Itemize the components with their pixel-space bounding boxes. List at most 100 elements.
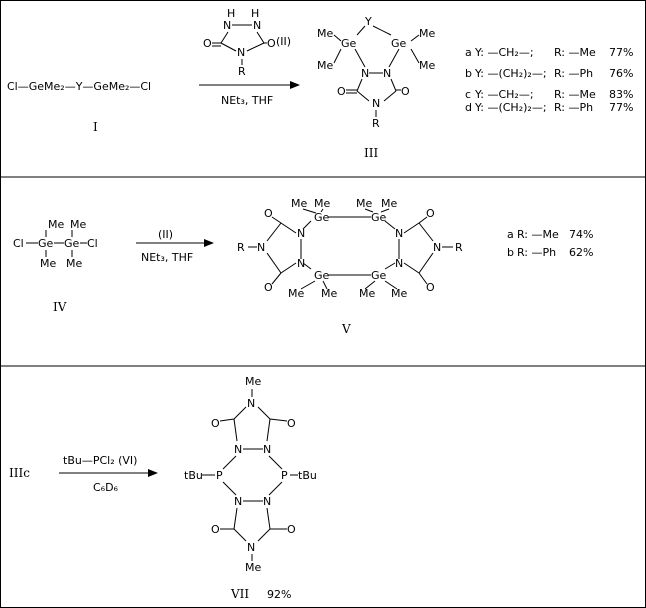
reagent-VI: tBu—PCl₂ (VI) <box>63 454 137 467</box>
svg-text:O: O <box>264 281 273 294</box>
svg-text:O: O <box>426 281 435 294</box>
svg-text:74%: 74% <box>569 228 593 241</box>
reactant-IV-structure: Me Me Cl Ge Ge Cl Me Me <box>13 218 98 270</box>
svg-text:R: —Me: R: —Me <box>517 228 559 241</box>
svg-text:N: N <box>257 241 265 254</box>
svg-text:R: R <box>237 241 245 254</box>
svg-text:Me: Me <box>48 218 64 231</box>
svg-text:R: —Ph: R: —Ph <box>554 101 593 114</box>
svg-text:62%: 62% <box>569 246 593 259</box>
product-III-structure: Y Ge Ge Me Me Me Me N N N R O O <box>317 15 435 130</box>
svg-text:Me: Me <box>245 375 261 388</box>
svg-text:tBu: tBu <box>184 469 203 482</box>
svg-text:N: N <box>297 227 305 240</box>
svg-text:Me: Me <box>419 27 435 40</box>
svg-text:c: c <box>465 88 471 101</box>
svg-text:Ge: Ge <box>314 211 330 224</box>
svg-text:R: —Ph: R: —Ph <box>517 246 556 259</box>
svg-text:Me: Me <box>381 197 397 210</box>
svg-text:O: O <box>287 417 296 430</box>
svg-text:R: R <box>238 65 246 78</box>
compound-label-V: V <box>341 322 351 336</box>
svg-text:P: P <box>281 469 288 482</box>
compound-label-III: III <box>364 146 378 160</box>
svg-text:Me: Me <box>356 197 372 210</box>
svg-text:N: N <box>263 443 271 456</box>
svg-text:Y: —(CH₂)₂—;: Y: —(CH₂)₂—; <box>474 67 547 80</box>
svg-text:b: b <box>507 246 514 259</box>
svg-text:N: N <box>383 67 391 80</box>
svg-text:N: N <box>297 257 305 270</box>
svg-text:N: N <box>223 19 231 32</box>
svg-text:R: R <box>455 241 463 254</box>
conditions-3: C₆D₆ <box>93 481 119 494</box>
svg-text:R: —Me: R: —Me <box>554 88 596 101</box>
svg-text:O: O <box>426 207 435 220</box>
svg-text:O: O <box>264 207 273 220</box>
svg-text:Me: Me <box>321 287 337 300</box>
svg-text:Me: Me <box>40 257 56 270</box>
svg-text:R: —Ph: R: —Ph <box>554 67 593 80</box>
reactant-I-formula: Cl—GeMe₂—Y—GeMe₂—Cl <box>7 80 151 93</box>
svg-text:Me: Me <box>291 197 307 210</box>
reactant-IIIc-label: IIIc <box>9 466 30 480</box>
svg-text:Me: Me <box>70 218 86 231</box>
svg-text:Me: Me <box>317 59 333 72</box>
svg-text:P: P <box>216 469 223 482</box>
svg-text:Ge: Ge <box>371 211 387 224</box>
compound-label-I: I <box>93 120 98 134</box>
svg-text:N: N <box>253 19 261 32</box>
svg-text:Me: Me <box>419 59 435 72</box>
svg-text:b: b <box>465 67 472 80</box>
compound-label-VII: VII <box>230 587 249 601</box>
svg-text:H: H <box>251 7 259 20</box>
reagent-II-label: (II) <box>276 35 291 48</box>
reagent-II-structure: H H N N N R O O <box>203 7 276 78</box>
svg-text:Y: —(CH₂)₂—;: Y: —(CH₂)₂—; <box>474 101 547 114</box>
svg-text:H: H <box>227 7 235 20</box>
svg-text:83%: 83% <box>609 88 633 101</box>
svg-text:N: N <box>247 397 255 410</box>
conditions-1: NEt₃, THF <box>221 94 273 107</box>
svg-text:77%: 77% <box>609 46 633 59</box>
product-VII-yield: 92% <box>267 588 291 601</box>
svg-text:Cl: Cl <box>13 237 24 250</box>
svg-text:Me: Me <box>288 287 304 300</box>
svg-text:N: N <box>234 443 242 456</box>
svg-text:O: O <box>203 37 212 50</box>
svg-text:Ge: Ge <box>64 237 80 250</box>
svg-text:R: —Me: R: —Me <box>554 46 596 59</box>
svg-text:O: O <box>211 417 220 430</box>
variant-list-V: a R: —Me 74% b R: —Ph 62% <box>507 228 593 259</box>
svg-text:Me: Me <box>314 197 330 210</box>
svg-text:Ge: Ge <box>341 37 357 50</box>
svg-text:O: O <box>401 85 410 98</box>
svg-text:77%: 77% <box>609 101 633 114</box>
svg-text:N: N <box>234 495 242 508</box>
svg-text:Me: Me <box>359 287 375 300</box>
svg-text:N: N <box>237 46 245 59</box>
svg-text:O: O <box>267 37 276 50</box>
svg-text:N: N <box>247 541 255 554</box>
svg-text:N: N <box>395 227 403 240</box>
reagent-II-label-2: (II) <box>158 228 173 241</box>
svg-text:N: N <box>433 241 441 254</box>
svg-text:R: R <box>372 117 380 130</box>
svg-text:Ge: Ge <box>38 237 54 250</box>
svg-text:N: N <box>372 97 380 110</box>
svg-text:O: O <box>211 523 220 536</box>
svg-text:Ge: Ge <box>314 269 330 282</box>
svg-text:a: a <box>465 46 472 59</box>
svg-text:Me: Me <box>66 257 82 270</box>
svg-text:N: N <box>263 495 271 508</box>
svg-text:Ge: Ge <box>391 37 407 50</box>
product-VII-structure: Me N O O N N P P tBu tBu N N O O <box>184 375 317 574</box>
svg-text:d: d <box>465 101 472 114</box>
svg-text:Y: —CH₂—;: Y: —CH₂—; <box>474 88 534 101</box>
conditions-2: NEt₃, THF <box>141 251 193 264</box>
svg-text:Me: Me <box>391 287 407 300</box>
variant-list-III: a Y: —CH₂—; R: —Me 77% b Y: —(CH₂)₂—; R:… <box>465 46 633 114</box>
compound-label-IV: IV <box>53 300 67 314</box>
